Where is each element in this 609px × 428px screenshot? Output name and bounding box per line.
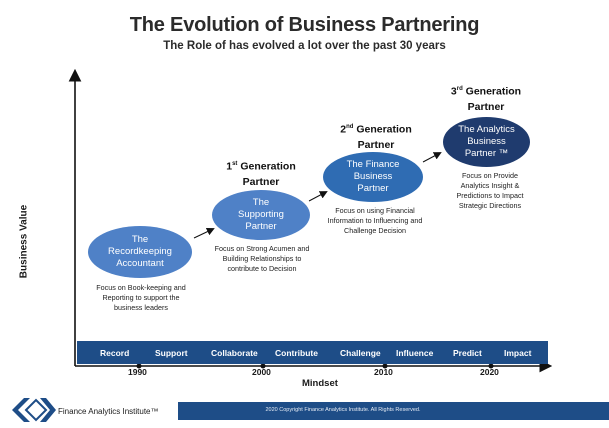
mindset-support: Support	[155, 348, 188, 358]
page-subtitle: The Role of has evolved a lot over the p…	[163, 40, 446, 52]
mindset-challenge: Challenge	[340, 348, 381, 358]
mindset-collaborate: Collaborate	[211, 348, 258, 358]
stage-recordkeeping-accountant: The Recordkeeping Accountant	[88, 226, 192, 278]
x-axis-label: Mindset	[302, 378, 338, 389]
mindset-band	[77, 341, 548, 364]
mindset-predict: Predict	[453, 348, 482, 358]
year-2010: 2010	[374, 367, 393, 377]
stage-description-2: Focus on Strong Acumen and Building Rela…	[214, 244, 310, 273]
generation-heading-3: 3rd Generation Partner	[450, 85, 522, 113]
footer-copyright: 2020 Copyright Finance Analytics Institu…	[265, 407, 421, 413]
year-tick-2020	[488, 363, 494, 369]
stage-arrow-1	[193, 227, 215, 239]
generation-heading-2: 2nd Generation Partner	[340, 123, 412, 151]
year-1990: 1990	[128, 367, 147, 377]
y-axis-label: Business Value	[18, 204, 30, 279]
year-2000: 2000	[252, 367, 271, 377]
stage-description-3: Focus on using Financial Information to …	[327, 206, 423, 235]
stage-description-1: Focus on Book-keeping and Reporting to s…	[96, 283, 186, 312]
year-2020: 2020	[480, 367, 499, 377]
year-tick-2000	[260, 363, 266, 369]
generation-heading-1: 1st Generation Partner	[226, 160, 296, 188]
stage-supporting-partner: The Supporting Partner	[212, 190, 310, 240]
stage-analytics-business-partner: The Analytics Business Partner ™	[443, 117, 530, 167]
year-tick-2010	[382, 363, 388, 369]
footer-brand: Finance Analytics Institute™	[58, 407, 159, 416]
page-title: The Evolution of Business Partnering	[129, 14, 480, 36]
stage-finance-business-partner: The Finance Business Partner	[323, 152, 423, 202]
year-tick-1990	[136, 363, 142, 369]
stage-arrow-2	[308, 191, 328, 202]
stage-arrow-3	[422, 152, 442, 163]
finance-analytics-logo-icon	[12, 398, 56, 422]
mindset-impact: Impact	[504, 348, 532, 358]
stage-description-4: Focus on Provide Analytics Insight & Pre…	[456, 171, 524, 210]
mindset-record: Record	[100, 348, 130, 358]
mindset-contribute: Contribute	[275, 348, 318, 358]
mindset-influence: Influence	[396, 348, 434, 358]
footer-bar	[178, 402, 609, 420]
